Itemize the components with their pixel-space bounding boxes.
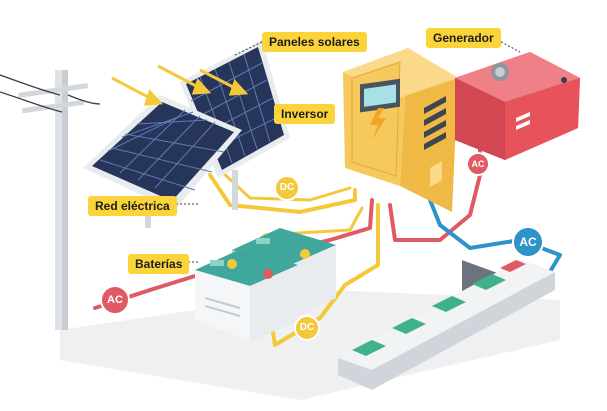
power-strip xyxy=(338,260,555,390)
battery-front xyxy=(195,248,298,342)
badge-dc-battery: DC xyxy=(294,315,320,341)
dc-solar-wire xyxy=(208,173,357,214)
label-paneles-solares: Paneles solares xyxy=(262,32,367,52)
badge-ac-grid: AC xyxy=(100,285,130,315)
badge-ac-generator: AC xyxy=(466,152,490,176)
generator xyxy=(455,52,580,318)
label-red-electrica: Red eléctrica xyxy=(88,196,177,216)
solar-panel-front xyxy=(83,95,242,228)
ac-outlet-wire xyxy=(428,198,562,282)
label-baterias: Baterías xyxy=(128,254,190,274)
badge-ac-outlet: AC xyxy=(512,226,544,258)
power-switch-icon xyxy=(500,260,526,272)
label-inversor: Inversor xyxy=(274,104,336,124)
badge-dc-solar: DC xyxy=(274,175,300,201)
utility-pole xyxy=(0,70,101,330)
label-generador: Generador xyxy=(426,28,501,48)
sun-rays xyxy=(111,64,249,106)
outlets xyxy=(352,274,506,356)
inverter-box xyxy=(343,48,458,212)
dc-battery-wire xyxy=(266,203,380,347)
